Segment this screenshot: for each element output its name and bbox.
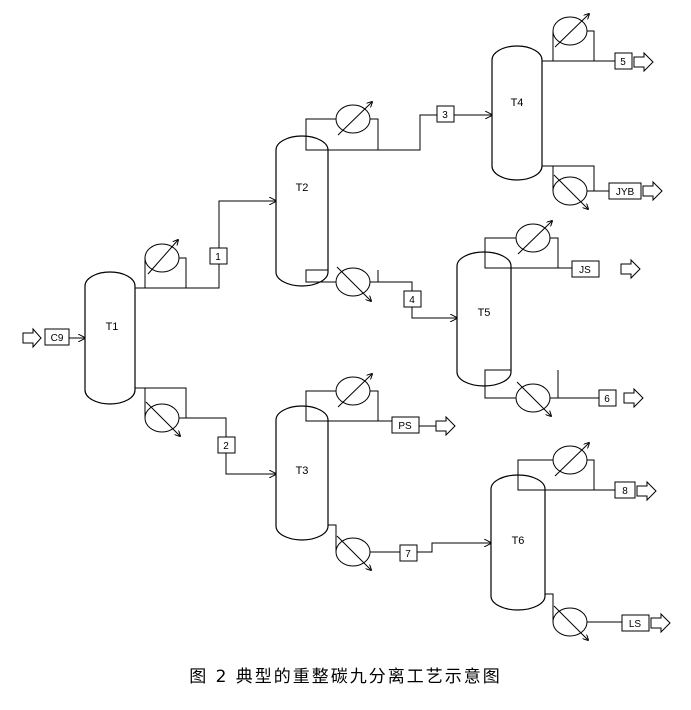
stream-1: 1 [186,201,276,289]
stream-label-jyb: JYB [616,187,635,198]
column-t6: T6 [490,443,595,640]
feed-inlet: C9 [22,327,85,349]
reboiler-t2 [335,267,371,297]
stream-4: 4 [370,281,457,318]
column-label-t4: T4 [511,97,524,109]
column-t4: T4 [491,14,615,209]
stream-label-3: 3 [442,110,448,121]
column-label-t3: T3 [296,465,309,477]
stream-label-ps: PS [398,421,412,432]
column-label-t2: T2 [296,182,309,194]
stream-label-5: 5 [620,57,626,68]
product-ps: PS [378,415,456,437]
column-t1: T1 [84,240,187,436]
column-t3: T3 [275,374,379,570]
stream-label-7: 7 [405,549,411,560]
column-label-t5: T5 [478,307,491,319]
stream-2: 2 [186,417,276,474]
stream-label-c9: C9 [51,333,64,344]
stream-3: 3 [328,105,492,151]
stream-label-ls: LS [629,619,642,630]
product-js: JS [558,258,641,280]
column-label-t1: T1 [106,321,119,333]
stream-label-6: 6 [604,394,610,405]
column-t2: T2 [275,102,379,301]
column-label-t6: T6 [512,535,525,547]
stream-label-2: 2 [223,441,229,452]
product-ls: LS [587,612,671,634]
stream-7: 7 [370,543,491,562]
figure-caption: 图 2 典型的重整碳九分离工艺示意图 [189,667,502,687]
stream-label-js: JS [579,265,591,276]
product-5: 5 [614,51,654,73]
product-jyb: JYB [594,180,663,202]
column-t5: T5 [456,221,559,416]
process-flow-diagram: C9 T1 1 2 T2 [22,0,671,655]
product-6: 6 [550,387,644,409]
product-8: 8 [594,480,657,502]
stream-label-8: 8 [622,486,628,497]
stream-label-4: 4 [409,295,415,306]
stream-label-1: 1 [215,252,221,263]
